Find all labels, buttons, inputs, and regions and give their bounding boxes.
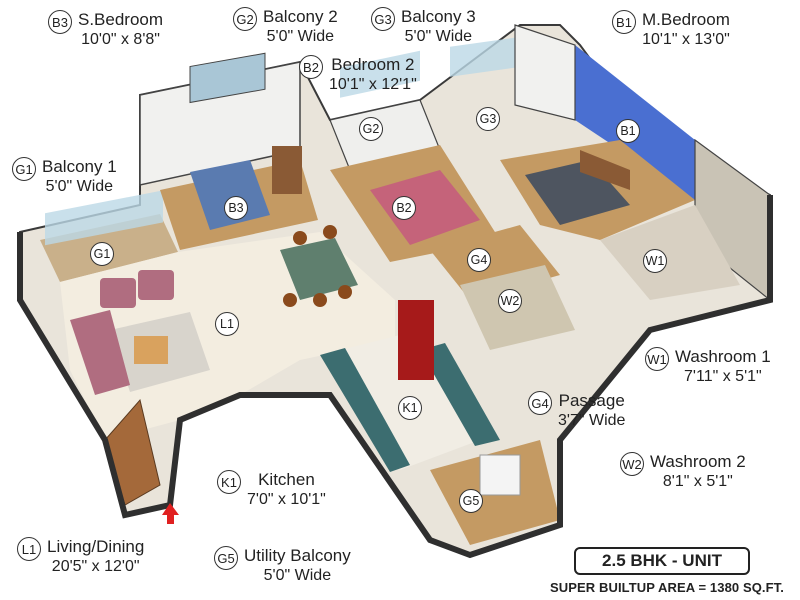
legend-bedroom-2: B2 Bedroom 2 10'1" x 12'1"	[299, 55, 417, 95]
walls-outline	[17, 195, 773, 559]
super-builtup-area: SUPER BUILTUP AREA = 1380 SQ.FT.	[549, 580, 784, 595]
refrigerator	[398, 300, 434, 380]
room-dimension: 10'1" x 13'0"	[642, 31, 730, 48]
armchair-2	[138, 270, 174, 300]
legend-badge-W2: W2	[620, 452, 644, 476]
tag-K1: K1	[398, 396, 422, 420]
legend-badge-G2: G2	[233, 7, 257, 31]
sofa	[70, 310, 130, 395]
room-dimension: 7'0" x 10'1"	[247, 491, 326, 508]
room-dimension: 5'0" Wide	[45, 178, 114, 195]
room-name: Kitchen	[258, 470, 315, 489]
coffee-table	[134, 336, 168, 364]
legend-badge-G1: G1	[12, 157, 36, 181]
m-bedroom-wall	[514, 24, 576, 121]
m-bedroom-headboard	[580, 150, 630, 190]
room-name: S.Bedroom	[78, 10, 164, 29]
tag-B2: B2	[392, 196, 416, 220]
dining-chair	[323, 225, 337, 239]
tag-B1: B1	[616, 119, 640, 143]
room-name: Washroom 2	[650, 452, 746, 471]
kitchen-counter-right	[420, 343, 500, 446]
room-dimension: 10'1" x 12'1"	[329, 76, 417, 93]
s-bedroom-bed	[190, 160, 270, 230]
dining-chair	[313, 293, 327, 307]
legend-washroom-1: W1 Washroom 1 7'11" x 5'1"	[645, 347, 771, 387]
legend-washroom-2: W2 Washroom 2 8'1" x 5'1"	[620, 452, 746, 492]
legend-badge-B1: B1	[612, 10, 636, 34]
room-name: Balcony 2	[263, 7, 338, 26]
balcony-1-railing	[45, 190, 163, 246]
entry-arrow-icon	[162, 503, 179, 524]
room-name: Bedroom 2	[331, 55, 415, 74]
legend-balcony-1: G1 Balcony 1 5'0" Wide	[12, 157, 117, 197]
dining-chair	[293, 231, 307, 245]
legend-balcony-2: G2 Balcony 2 5'0" Wide	[233, 7, 338, 47]
tag-G2: G2	[359, 117, 383, 141]
s-bedroom-window	[189, 52, 266, 104]
tag-G3: G3	[476, 107, 500, 131]
legend-badge-B2: B2	[299, 55, 323, 79]
legend-badge-G5: G5	[214, 546, 238, 570]
room-name: Balcony 1	[42, 157, 117, 176]
legend-badge-W1: W1	[645, 347, 669, 371]
armchair-1	[100, 278, 136, 308]
tag-W2: W2	[498, 289, 522, 313]
room-dimension: 7'11" x 5'1"	[684, 368, 762, 385]
room-dimension: 5'0" Wide	[266, 28, 335, 45]
dining-table	[280, 238, 358, 300]
tag-G1: G1	[90, 242, 114, 266]
kitchen-counter-left	[320, 348, 410, 472]
room-dimension: 3'7" Wide	[558, 412, 626, 429]
tag-L1: L1	[215, 312, 239, 336]
balcony-2-railing	[340, 50, 420, 98]
unit-type-badge: 2.5 BHK - UNIT	[574, 547, 750, 575]
room-name: Washroom 1	[675, 347, 771, 366]
legend-s-bedroom: B3 S.Bedroom 10'0" x 8'8"	[48, 10, 163, 50]
legend-badge-K1: K1	[217, 470, 241, 494]
room-dimension: 10'0" x 8'8"	[81, 31, 160, 48]
dining-chair	[283, 293, 297, 307]
room-name: Passage	[558, 391, 625, 410]
s-bedroom-desk	[272, 146, 302, 194]
dining-chair	[338, 285, 352, 299]
legend-living-dining: L1 Living/Dining 20'5" x 12'0"	[17, 537, 144, 577]
room-name: M.Bedroom	[642, 10, 730, 29]
legend-m-bedroom: B1 M.Bedroom 10'1" x 13'0"	[612, 10, 730, 50]
room-dimension: 5'0" Wide	[263, 567, 332, 584]
legend-kitchen: K1 Kitchen 7'0" x 10'1"	[217, 470, 326, 510]
tag-B3: B3	[224, 196, 248, 220]
legend-balcony-3: G3 Balcony 3 5'0" Wide	[371, 7, 476, 47]
legend-badge-B3: B3	[48, 10, 72, 34]
tag-G4: G4	[467, 248, 491, 272]
legend-badge-G4: G4	[528, 391, 552, 415]
room-name: Balcony 3	[401, 7, 476, 26]
room-dimension: 5'0" Wide	[404, 28, 473, 45]
room-name: Utility Balcony	[244, 546, 351, 565]
washroom-1-floor	[600, 205, 740, 300]
room-dimension: 20'5" x 12'0"	[51, 558, 140, 575]
washing-machine	[479, 454, 521, 496]
legend-badge-L1: L1	[17, 537, 41, 561]
legend-badge-G3: G3	[371, 7, 395, 31]
bedroom-2-bed	[370, 170, 480, 245]
tag-W1: W1	[643, 249, 667, 273]
room-dimension: 8'1" x 5'1"	[662, 473, 733, 490]
legend-passage: G4 Passage 3'7" Wide	[528, 391, 625, 431]
tag-G5: G5	[459, 489, 483, 513]
room-name: Living/Dining	[47, 537, 145, 556]
legend-utility-balcony: G5 Utility Balcony 5'0" Wide	[214, 546, 351, 586]
